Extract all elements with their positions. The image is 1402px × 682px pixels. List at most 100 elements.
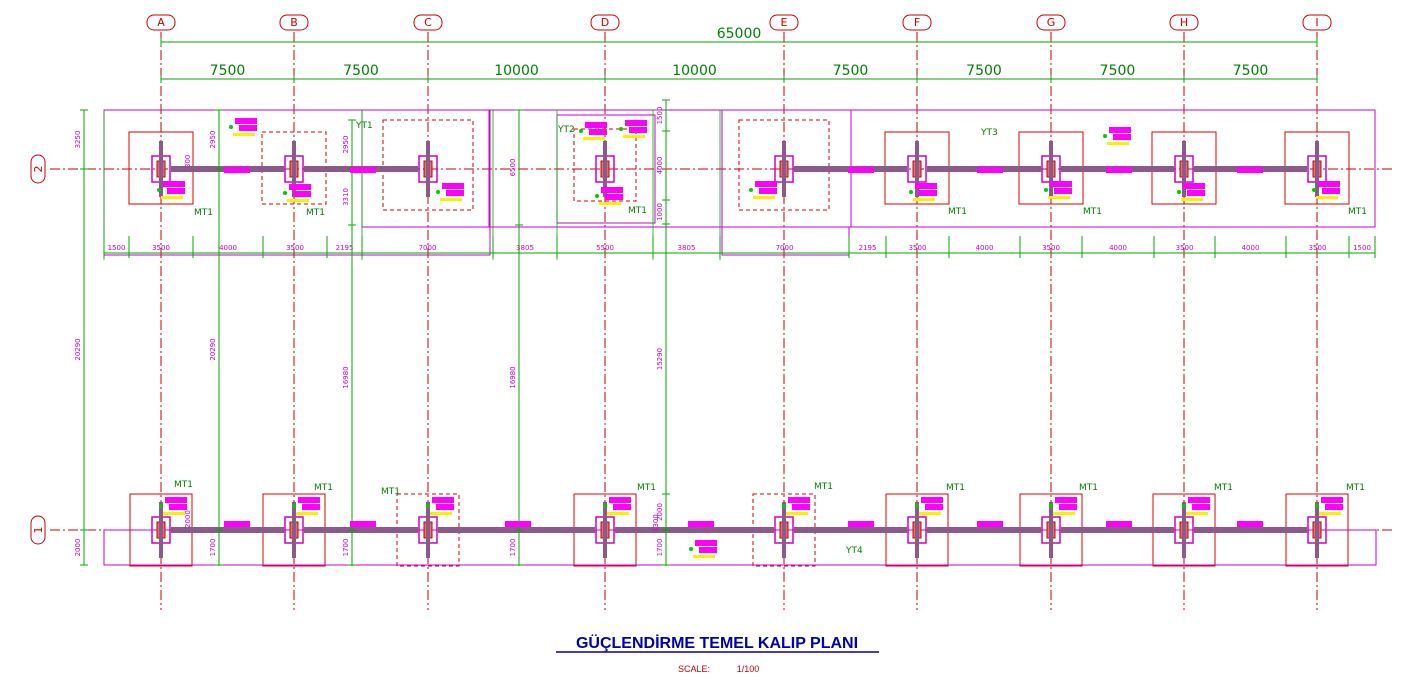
annotation-tag [921, 497, 943, 503]
grid-label: 2 [32, 166, 45, 173]
annotation-tag [169, 504, 187, 510]
vertical-dimension: 2950 [342, 136, 350, 154]
annotation-tag [1048, 196, 1070, 199]
beam-marker [1237, 167, 1263, 173]
annotation-tag [163, 181, 185, 187]
annotation-tag [613, 504, 631, 510]
footing-label: MT1 [381, 487, 400, 497]
annotation-marker [1049, 504, 1053, 508]
beam-marker [224, 521, 250, 527]
annotation-tag [1322, 188, 1340, 194]
annotation-tag [695, 540, 717, 546]
annotation-tag [1186, 512, 1208, 515]
tie-beam-stub [782, 141, 786, 197]
grid-label: G [1047, 16, 1056, 29]
annotation-tag [919, 512, 941, 515]
span-dimension: 10000 [672, 63, 717, 79]
beam-marker [977, 521, 1003, 527]
footing-label: MT1 [1348, 207, 1367, 217]
grid-label: E [781, 16, 788, 29]
vertical-dimension: 1500 [656, 107, 664, 125]
grid-bubble [590, 14, 620, 31]
annotation-tag [296, 512, 318, 515]
tie-beam-stub [159, 141, 163, 197]
tie-beam [615, 527, 774, 533]
segment-dimension: 5500 [596, 244, 614, 252]
grid-bubble [30, 515, 46, 545]
annotation-marker [1177, 190, 1181, 194]
annotation-tag [440, 198, 462, 201]
annotation-tag [1319, 512, 1341, 515]
strip-footing-outline [721, 109, 1376, 256]
vertical-dimension: 2000 [74, 539, 82, 557]
annotation-tag [1318, 181, 1340, 187]
small-dimension: 2000 [184, 510, 192, 528]
footing-label: MT1 [174, 480, 193, 490]
annotation-tag [607, 512, 629, 515]
annotation-marker [229, 125, 233, 129]
annotation-marker [1044, 188, 1048, 192]
span-dimension: 7500 [833, 63, 869, 79]
grid-label: I [1315, 16, 1318, 29]
segment-dimension: 4000 [1109, 244, 1127, 252]
scale-value: 1/100 [737, 664, 760, 674]
vertical-dimension: 1000 [656, 203, 664, 221]
segment-dimension: 3500 [152, 244, 170, 252]
annotation-tag [298, 497, 320, 503]
annotation-tag [1188, 497, 1210, 503]
annotation-tag [915, 183, 937, 189]
annotation-marker [749, 188, 753, 192]
annotation-tag [693, 555, 715, 558]
span-dimension: 10000 [494, 63, 539, 79]
annotation-marker [915, 504, 919, 508]
beam-marker [688, 521, 714, 527]
annotation-tag [1107, 142, 1129, 145]
span-dimension: 7500 [1100, 63, 1136, 79]
annotation-tag [759, 188, 777, 194]
annotation-tag [1053, 512, 1075, 515]
vertical-dimension: 2950 [209, 131, 217, 149]
annotation-tag [239, 125, 257, 131]
annotation-tag [1321, 497, 1343, 503]
span-dimension: 7500 [1233, 63, 1269, 79]
footing-label: MT1 [1083, 207, 1102, 217]
grid-bubble [769, 14, 799, 31]
tie-beam-stub [1315, 141, 1319, 197]
tie-beam-stub [782, 502, 786, 558]
annotation-tag [605, 194, 623, 200]
vertical-dimension: 4000 [656, 157, 664, 175]
vertical-dimension: 16980 [509, 366, 517, 388]
overall-dimension: 65000 [717, 26, 762, 42]
grid-label: F [914, 16, 920, 29]
annotation-marker [595, 194, 599, 198]
vertical-dimension: 3310 [342, 188, 350, 206]
annotation-tag [755, 181, 777, 187]
annotation-tag [699, 547, 717, 553]
annotation-tag [919, 190, 937, 196]
footing-label: YT2 [557, 125, 575, 135]
vertical-dimension: 20290 [209, 338, 217, 360]
footing-label: MT1 [948, 207, 967, 217]
annotation-tag [287, 199, 309, 202]
annotation-tag [1192, 504, 1210, 510]
grid-label: H [1180, 16, 1188, 29]
annotation-marker [426, 504, 430, 508]
grid-bubble [146, 14, 176, 31]
annotation-tag [163, 512, 185, 515]
annotation-marker [292, 504, 296, 508]
beam-marker [1237, 521, 1263, 527]
beam-marker [1106, 167, 1132, 173]
annotation-tag [302, 504, 320, 510]
segment-dimension: 1500 [1353, 244, 1371, 252]
annotation-tag [436, 504, 454, 510]
footing-label: MT1 [1346, 483, 1365, 493]
beam-marker [848, 167, 874, 173]
annotation-tags [157, 118, 1343, 558]
grid-bubble [1169, 14, 1199, 31]
annotation-marker [1315, 504, 1319, 508]
annotation-tag [442, 183, 464, 189]
annotation-tag [625, 120, 647, 126]
tie-beam-stub [1049, 502, 1053, 558]
grid-bubble [413, 14, 443, 31]
segment-dimension: 2195 [859, 244, 877, 252]
